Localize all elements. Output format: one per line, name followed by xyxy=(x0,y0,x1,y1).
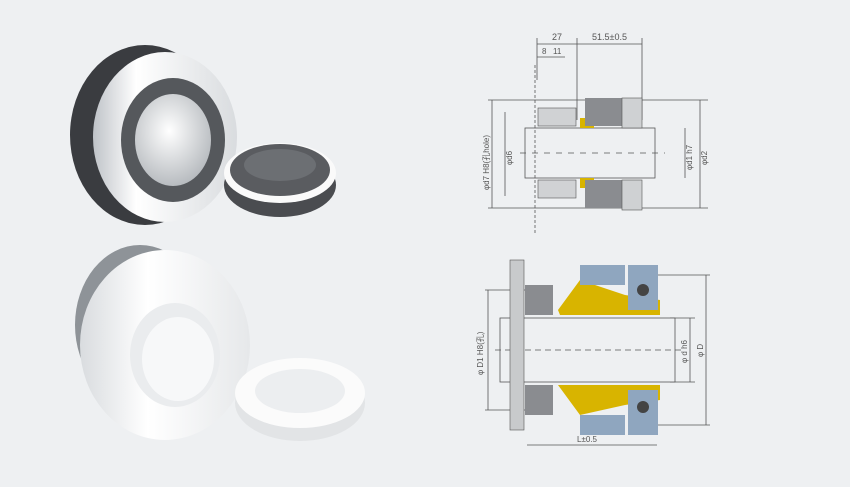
drawing-bottom: φ D1 H8(孔) φ d h6 φ D L±0.5 xyxy=(476,259,710,446)
dim-8: 8 xyxy=(542,47,547,56)
label-d: φ d h6 xyxy=(680,339,689,363)
label-d2: φd2 xyxy=(700,150,709,165)
label-d6: φd6 xyxy=(505,150,514,165)
dim-11: 11 xyxy=(553,47,562,56)
dim-51: 51.5±0.5 xyxy=(592,32,627,42)
label-d7: φd7 H8(孔hole) xyxy=(482,135,491,190)
label-D: φ D xyxy=(696,344,705,357)
dim-27: 27 xyxy=(552,32,562,42)
label-L: L±0.5 xyxy=(577,435,598,444)
label-d1: φd1 h7 xyxy=(685,144,694,170)
seal-photo-bottom xyxy=(75,245,365,441)
seal-photo-top xyxy=(70,45,336,225)
label-D1: φ D1 H8(孔) xyxy=(476,331,485,375)
drawing-top: 27 51.5±0.5 8 11 φd7 H8(孔hole) φd6 φd1 h… xyxy=(482,32,709,235)
